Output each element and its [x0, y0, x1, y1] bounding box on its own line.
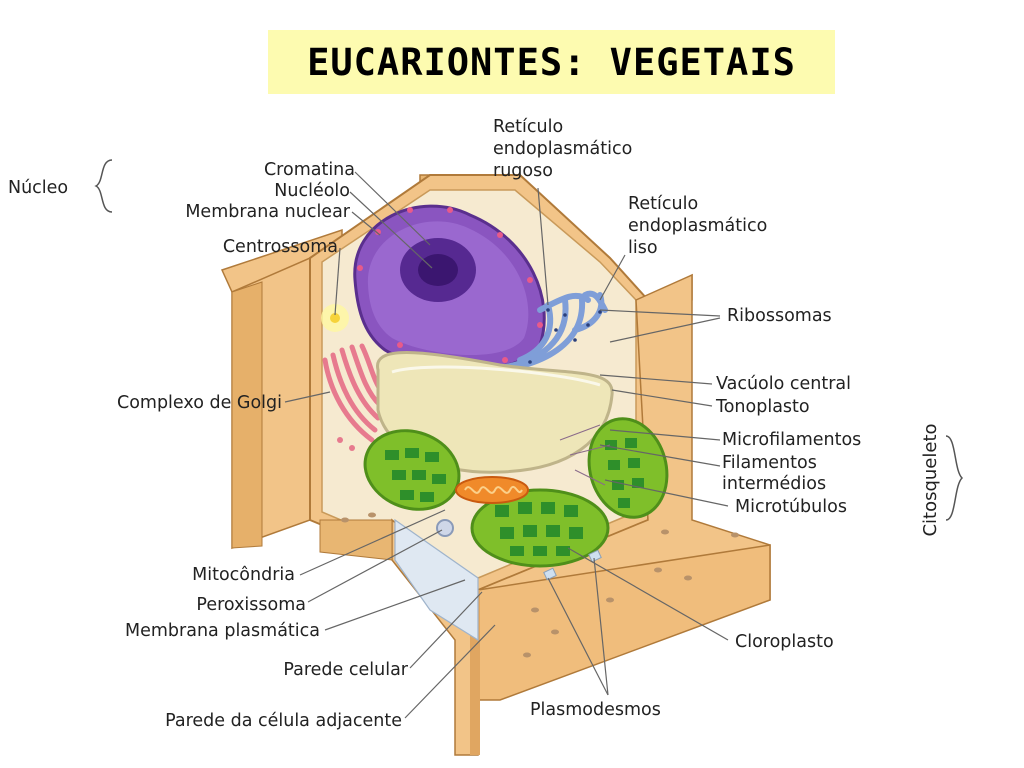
mitochondrion [455, 476, 529, 504]
label-parede-celular: Parede celular [283, 660, 408, 680]
label-vacuolo: Vacúolo central [716, 374, 852, 394]
label-cromatina: Cromatina [263, 160, 355, 180]
centrosome-core [330, 313, 340, 323]
chloroplast-left [363, 429, 461, 511]
nucleo-brace [94, 159, 113, 213]
label-cloroplasto: Cloroplasto [735, 632, 834, 652]
label-ribossomas: Ribossomas [727, 306, 832, 326]
cytoskeleton [559, 424, 611, 486]
label-rel-1: Retículo [628, 194, 699, 214]
label-microtubulos: Microtúbulos [735, 497, 847, 517]
golgi-vesicle [349, 445, 355, 451]
label-membrana-plasmatica: Membrana plasmática [125, 621, 320, 641]
label-parede-adjacente: Parede da célula adjacente [165, 711, 402, 731]
label-rel-3: liso [628, 238, 658, 258]
label-centrossoma: Centrossoma [222, 237, 338, 257]
plasmodesmata [543, 549, 602, 581]
plasma-membrane [394, 518, 479, 642]
label-nucleolo: Nucléolo [274, 181, 350, 201]
label-filamentos-1: Filamentos [722, 453, 817, 473]
label-citosqueleto: Citosqueleto [920, 423, 941, 537]
label-mitocondria: Mitocôndria [192, 565, 295, 585]
golgi-vesicle [337, 437, 343, 443]
label-membrana-nuclear: Membrana nuclear [185, 202, 350, 222]
title-box: EUCARIONTES: VEGETAIS [268, 30, 835, 94]
label-peroxissoma: Peroxissoma [196, 595, 306, 615]
label-complexo-golgi: Complexo de Golgi [116, 393, 282, 413]
label-filamentos-2: intermédios [722, 474, 827, 494]
label-nucleo: Núcleo [8, 178, 69, 198]
page-title: EUCARIONTES: VEGETAIS [307, 40, 796, 84]
label-rel-2: endoplasmático [628, 216, 768, 236]
chloroplast-bottom [470, 488, 610, 568]
golgi-apparatus [322, 343, 385, 443]
label-plasmodesmos: Plasmodesmos [530, 700, 661, 720]
label-rer-2: endoplasmático [493, 139, 633, 159]
peroxisome [436, 519, 454, 537]
label-tonoplasto: Tonoplasto [716, 397, 810, 417]
leader-lines [284, 171, 729, 719]
label-rer-1: Retículo [493, 117, 564, 137]
citosqueleto-brace [945, 435, 964, 521]
nucleus [353, 204, 546, 371]
label-rer-3: rugoso [493, 161, 553, 181]
label-microfilamentos: Microfilamentos [722, 430, 862, 450]
